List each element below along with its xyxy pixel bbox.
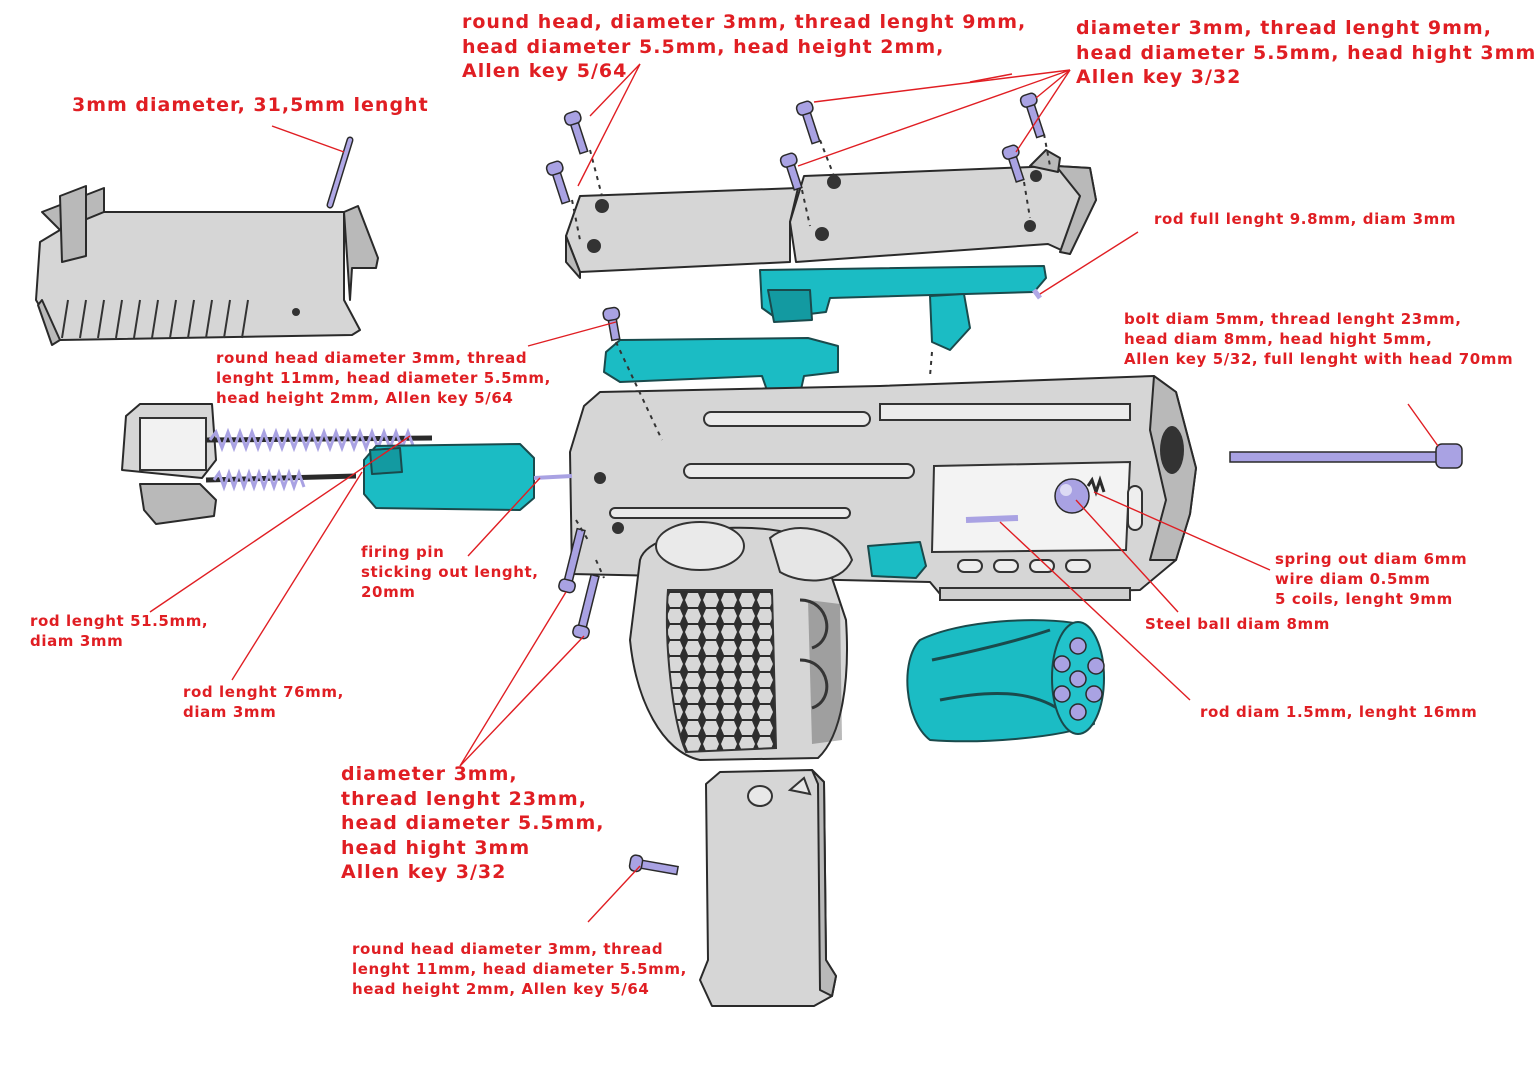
spring-block — [121, 403, 217, 525]
magazine — [699, 769, 837, 1007]
slide-part — [35, 185, 379, 346]
label-mid-screw: round head diameter 3mm, thread lenght 1… — [216, 349, 551, 407]
slide-pin — [326, 136, 354, 209]
striker-body — [363, 443, 573, 511]
label-slide-pin: 3mm diameter, 31,5mm lenght — [72, 94, 429, 116]
label-rod-76: rod lenght 76mm, diam 3mm — [183, 683, 344, 721]
cylinder — [906, 619, 1105, 743]
leader-lines — [149, 63, 1439, 923]
label-steel-ball: Steel ball diam 8mm — [1145, 615, 1330, 633]
label-grip-screws: diameter 3mm, thread lenght 23mm, head d… — [341, 763, 605, 883]
spring-lower — [205, 468, 357, 492]
label-top-right-screws: diameter 3mm, thread lenght 9mm, head di… — [1076, 17, 1536, 88]
label-rod-small: rod diam 1.5mm, lenght 16mm — [1200, 703, 1478, 721]
trigger — [867, 541, 927, 579]
top-cover-right — [789, 149, 1097, 263]
label-top-left-screws: round head, diameter 3mm, thread lenght … — [462, 11, 1027, 82]
assembly-dash-lines — [571, 133, 1051, 579]
label-mag-screw: round head diameter 3mm, thread lenght 1… — [352, 940, 687, 998]
label-rod-51: rod lenght 51.5mm, diam 3mm — [30, 612, 209, 650]
long-bolt — [1229, 443, 1463, 469]
ball-spring — [1086, 475, 1106, 497]
spring-upper — [205, 427, 433, 453]
screws — [545, 92, 1463, 876]
label-firing-pin: firing pin sticking out lenght, 20mm — [361, 543, 539, 601]
label-spring: spring out diam 6mm wire diam 0.5mm 5 co… — [1275, 550, 1468, 608]
grip — [629, 521, 854, 761]
trigger-bar — [759, 265, 1047, 351]
label-rod-full: rod full lenght 9.8mm, diam 3mm — [1154, 210, 1457, 228]
label-bolt: bolt diam 5mm, thread lenght 23mm, head … — [1124, 310, 1514, 368]
top-cover-left — [565, 187, 799, 279]
small-rod — [965, 515, 1019, 523]
